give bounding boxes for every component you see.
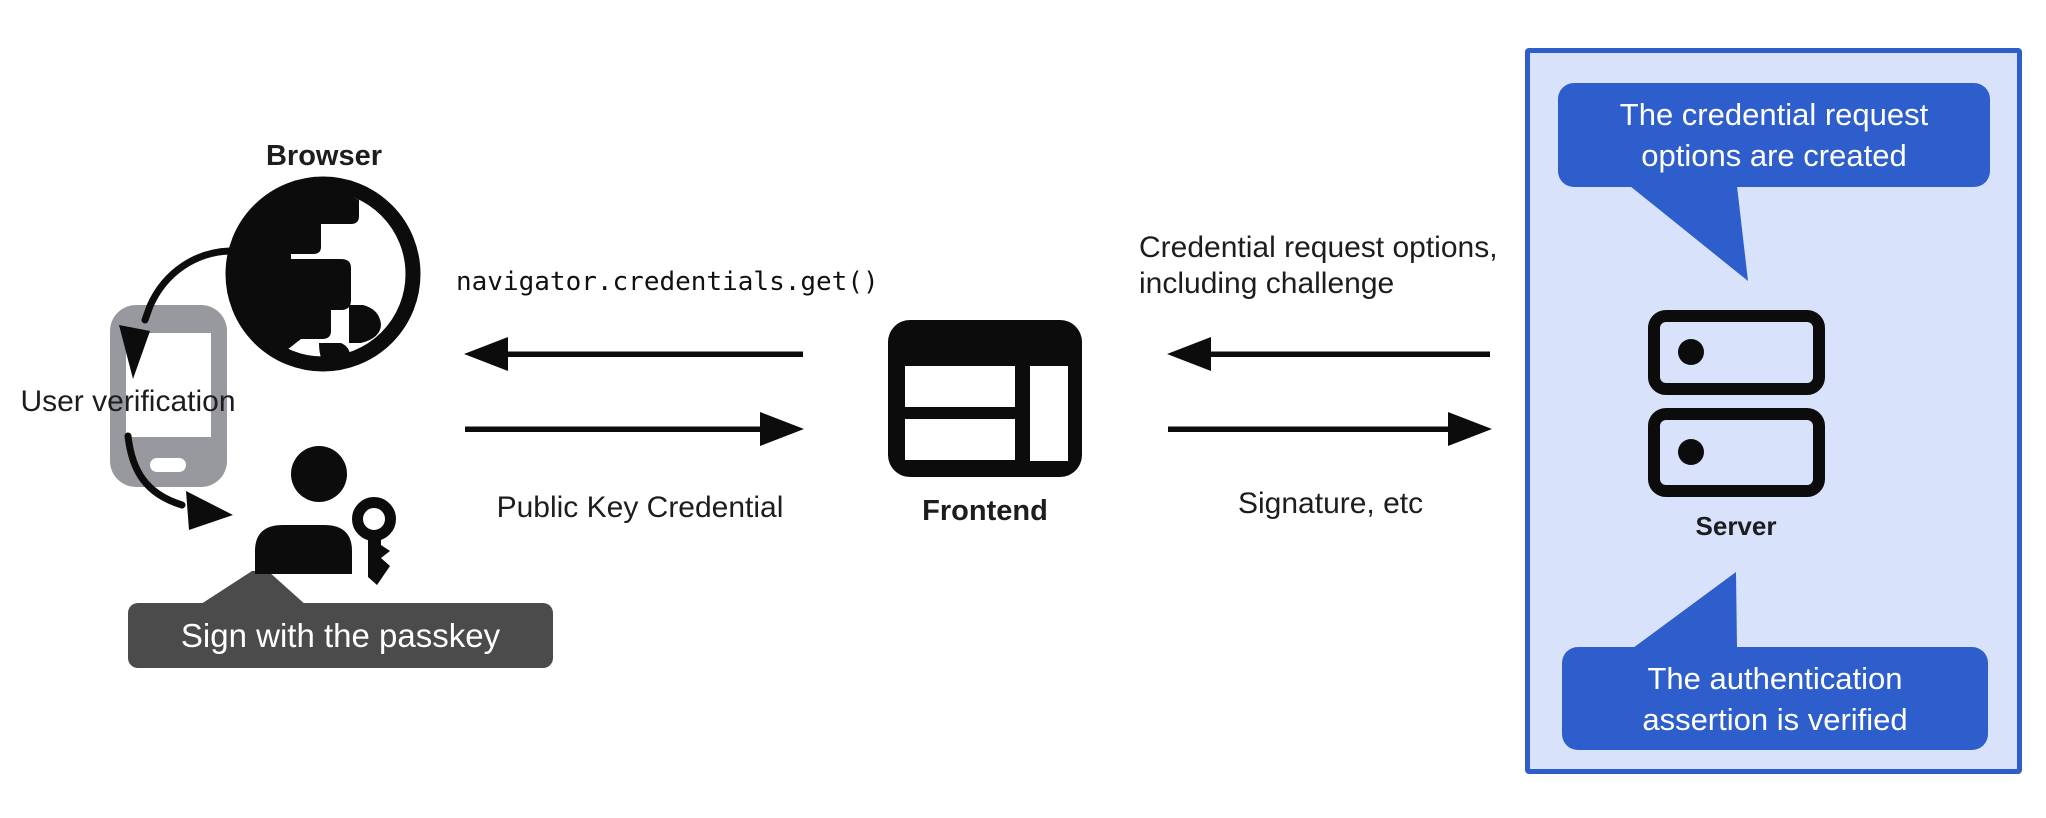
browser-label: Browser xyxy=(265,140,383,172)
passkey-tooltip-text: Sign with the passkey xyxy=(180,616,501,654)
user-passkey-icon xyxy=(255,446,402,585)
api-call-arrow xyxy=(464,337,803,371)
api-call-label: navigator.credentials.get() xyxy=(456,267,879,297)
globe-icon xyxy=(225,176,421,372)
phone-to-user-arrow xyxy=(124,432,233,530)
server-bubble-top-text: The credential request options are creat… xyxy=(1619,97,1929,173)
signature-label: Signature, etc xyxy=(1238,487,1424,520)
server-bubble-top: The credential request options are creat… xyxy=(1558,83,1990,187)
key-halo xyxy=(346,491,402,547)
request-options-arrow xyxy=(1167,337,1490,371)
browser-window-icon xyxy=(888,320,1082,477)
credential-request-options-label: Credential request options, including ch… xyxy=(1139,231,1498,300)
frontend-label: Frontend xyxy=(922,495,1048,527)
signature-arrow xyxy=(1168,412,1492,446)
server-bubble-bottom-text: The authentication assertion is verified xyxy=(1642,660,1908,737)
tooltip-pointer xyxy=(198,571,307,606)
public-key-credential-label: Public Key Credential xyxy=(496,491,784,524)
server-label: Server xyxy=(1695,511,1777,541)
passkey-tooltip: Sign with the passkey xyxy=(128,603,553,668)
browser-to-phone-arrow xyxy=(119,247,234,379)
public-key-arrow xyxy=(465,412,804,446)
server-bubble-bottom: The authentication assertion is verified xyxy=(1562,647,1988,750)
user-verification-label: User verification xyxy=(20,385,236,418)
